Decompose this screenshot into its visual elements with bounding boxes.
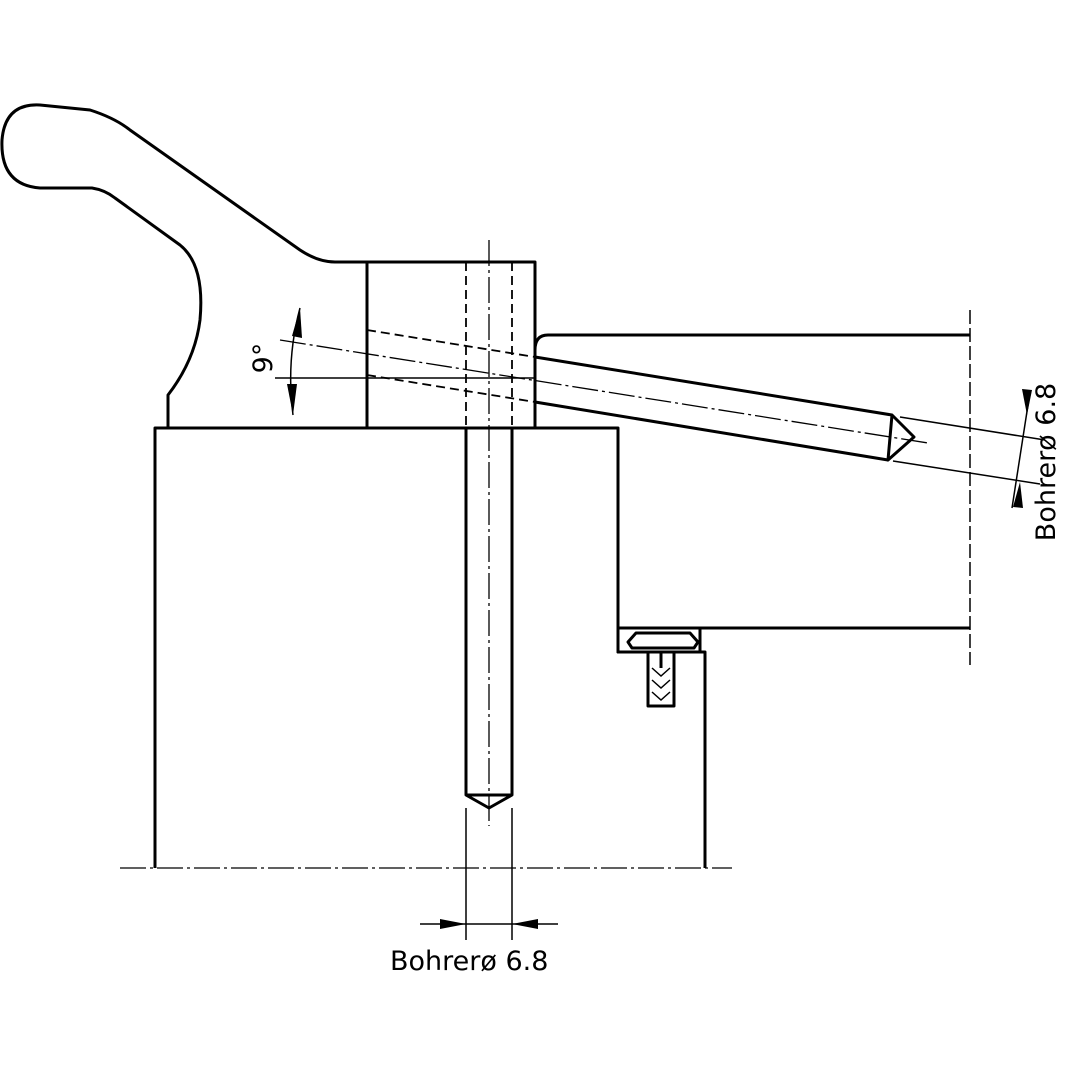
bottom-diameter-dimension: Bohrerø 6.8 — [390, 808, 558, 977]
right-diameter-dimension: Bohrerø 6.8 — [892, 383, 1062, 541]
bottom-dimension-label: Bohrerø 6.8 — [390, 946, 548, 977]
vertical-drill-hole — [464, 240, 514, 826]
hinge-cylinder — [365, 260, 537, 430]
seal-profile — [616, 626, 702, 708]
base-block — [153, 426, 707, 868]
right-dimension-label: Bohrerø 6.8 — [1031, 383, 1062, 541]
frame-top-edge — [533, 333, 970, 351]
hook-handle — [0, 103, 367, 428]
angle-label: 9° — [248, 343, 279, 374]
angle-dimension: 9° — [248, 307, 535, 416]
angled-drill-hole — [279, 329, 929, 462]
